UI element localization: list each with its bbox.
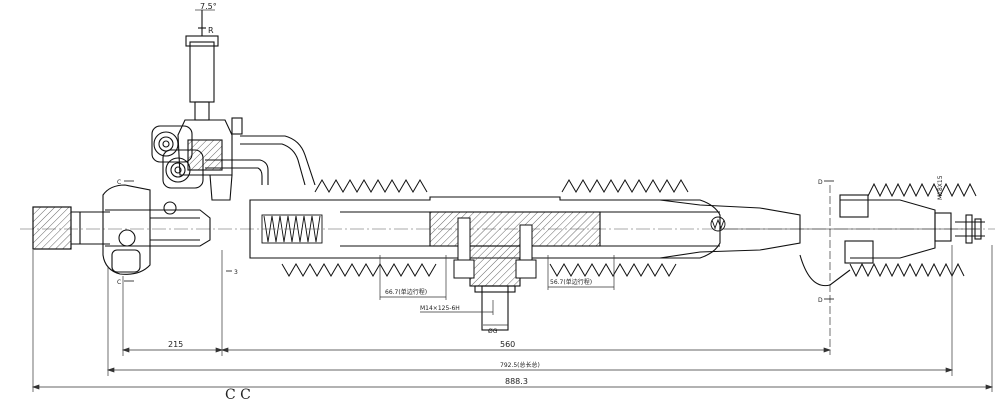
- dimension-lines: [31, 9, 994, 390]
- left-bellows: [281, 179, 437, 277]
- center-bolts: [453, 217, 537, 279]
- left-mount-bracket: [102, 184, 211, 275]
- thread-left-label: M14×125-6H: [420, 305, 460, 312]
- right-end-assembly: [799, 185, 985, 355]
- total-travel-label: 792.5(总长总): [500, 361, 540, 369]
- section-d-top-label: D: [818, 179, 823, 186]
- stroke-right-label: 56.7(单边行程): [550, 278, 592, 286]
- input-shaft-tower: [177, 10, 243, 201]
- hydraulic-pipes: [205, 135, 316, 186]
- left-tie-rod-end: [32, 206, 110, 250]
- section-arrows: [124, 180, 834, 300]
- right-spring: [710, 216, 726, 232]
- valve-ports: [151, 125, 204, 189]
- section-d-bottom-label: D: [818, 297, 823, 304]
- left-spring: [261, 214, 323, 244]
- pinion-dia-label: ØG: [488, 328, 498, 335]
- thread-right-label: M18X15: [937, 175, 944, 200]
- r-mark-label: R: [208, 26, 214, 35]
- right-bellows: [849, 182, 977, 278]
- section-view-label: C C: [225, 387, 251, 401]
- extension-lines: [32, 245, 993, 392]
- section-c-bottom-label: C: [117, 279, 121, 286]
- mark-3-label: 3: [234, 269, 238, 276]
- section-c-top-label: C: [117, 179, 121, 186]
- left-offset-label: 215: [168, 340, 183, 349]
- rack-travel-label: 560: [500, 340, 515, 349]
- stroke-left-label: 66.7(单边行程): [385, 288, 427, 296]
- overall-length-label: 888.3: [505, 377, 528, 386]
- main-housing: [249, 196, 980, 259]
- middle-bellows: [549, 179, 689, 277]
- angle-label: 7.5°: [200, 2, 217, 11]
